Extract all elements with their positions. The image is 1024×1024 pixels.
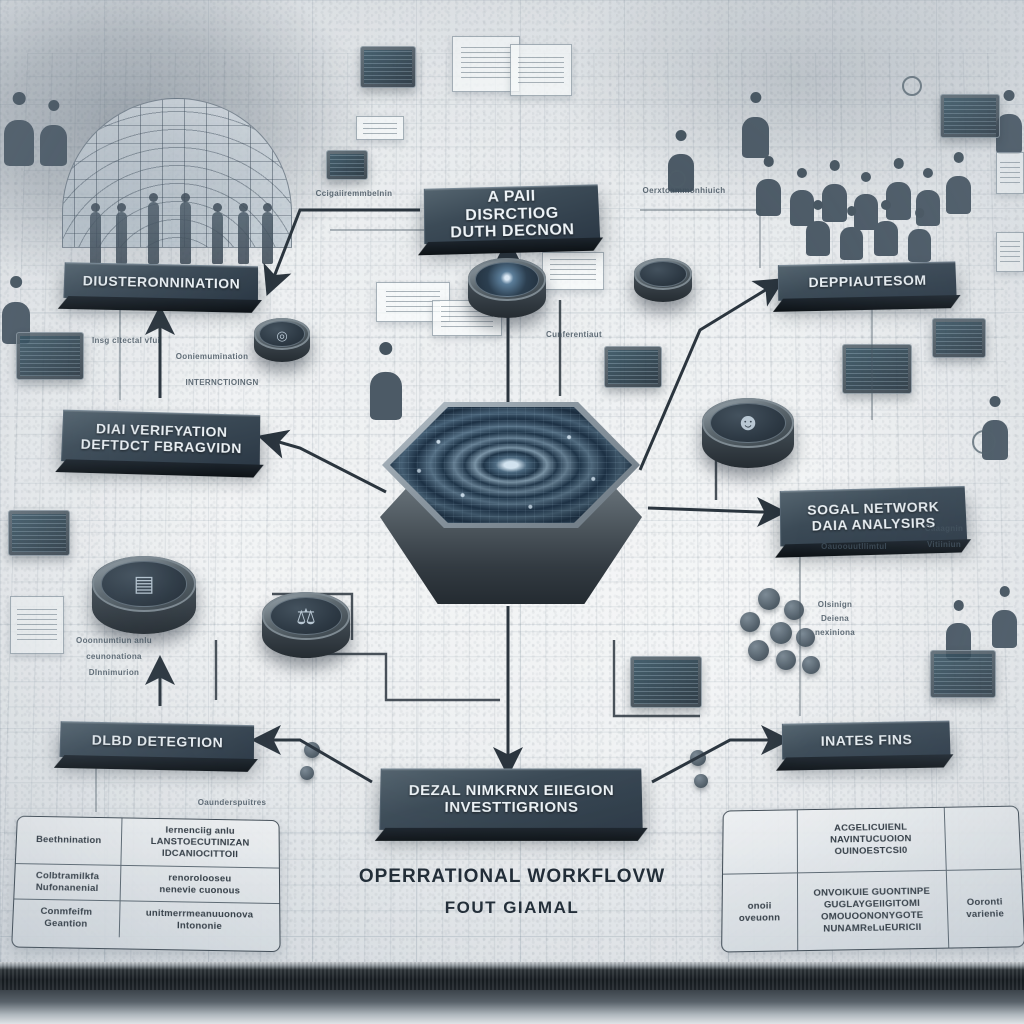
table-cell-value: Iernenciig anlu LANSTOECUTINIZAN IDCANIO… xyxy=(121,818,279,867)
table-cell-b: ACGELICUIENL NAVINTUCUOION OUINOESTCSI0 xyxy=(797,808,946,873)
node-disc-analytics[interactable] xyxy=(468,258,546,318)
plaque-bottom-investigations[interactable]: DEZAL NIMKRNX EIIEGION INVESTTIGRIONS xyxy=(379,768,642,829)
table-cell-b: ONVOIKUIE GUONTINPE GUGLAYGEIIGITOMI OMO… xyxy=(797,871,948,950)
node-disc-documents[interactable]: ▤ xyxy=(92,556,196,634)
plaque-line-2: INVESTTIGRIONS xyxy=(444,799,578,816)
node-disc-storage[interactable] xyxy=(634,258,692,302)
plaque-left-3[interactable]: DLBD DETEGTION xyxy=(59,721,254,761)
plaque-line-1: DEPPIAUTESOM xyxy=(808,272,926,290)
micro-annotation: Vitiiniun xyxy=(906,540,982,550)
table-row: ACGELICUIENL NAVINTUCUOION OUINOESTCSI0 xyxy=(723,807,1021,875)
micro-annotation: ceunonationa xyxy=(62,652,166,662)
micro-annotation: Ooonnumtiun anlu xyxy=(62,636,166,646)
micro-annotation: Cunferentiaut xyxy=(524,330,624,340)
node-disc-scale[interactable]: ⚖ xyxy=(262,592,350,658)
table-row: Beethnination Iernenciig anlu LANSTOECUT… xyxy=(16,817,279,869)
plaque-line-1: A PAII DISRCTIOG xyxy=(465,187,559,223)
micro-annotation: Oaunderspuitres xyxy=(176,798,288,808)
table-cell-key: Beethnination xyxy=(16,817,122,865)
plaque-line-1: DEZAL NIMKRNX EIIEGION xyxy=(409,782,615,799)
plaque-line-1: INATES FINS xyxy=(821,732,913,749)
table-cell-c: Ooronti varienie xyxy=(946,870,1024,948)
central-hub-platform[interactable] xyxy=(372,398,650,610)
micro-annotation: Deiena xyxy=(800,614,870,624)
table-cell-c xyxy=(944,807,1020,871)
table-row: Conmfeifm Geantion unitmerrmeanuuonova I… xyxy=(13,900,280,940)
plaque-line-1: DIUSTERONNINATION xyxy=(82,273,240,292)
micro-annotation: nexiniona xyxy=(800,628,870,638)
table-cell-value: renorolooseu nenevie cuonous xyxy=(120,865,279,903)
left-legend-table: Beethnination Iernenciig anlu LANSTOECUT… xyxy=(11,816,280,953)
micro-annotation: Ccigaiiremmbelnin xyxy=(306,189,402,199)
table-row: onoii oveuonn ONVOIKUIE GUONTINPE GUGLAY… xyxy=(722,870,1024,952)
micro-annotation: Oauoouutllimtul xyxy=(800,542,908,552)
micro-annotation: Oerxtoammonhiuich xyxy=(628,186,740,196)
board-bottom-edge xyxy=(0,962,1024,992)
micro-annotation: Ooniemumination xyxy=(158,352,266,362)
table-cell-a: onoii oveuonn xyxy=(722,874,798,952)
micro-annotation: DInnimurion xyxy=(62,668,166,678)
plaque-right-3[interactable]: INATES FINS xyxy=(782,721,951,760)
plaque-right-2[interactable]: SOGAL NETWORK DAIA ANALYSIRS xyxy=(780,486,967,547)
table-cell-a xyxy=(723,810,797,874)
micro-annotation: Olsinign xyxy=(800,600,870,610)
plaque-line-1: DLBD DETEGTION xyxy=(92,732,224,750)
table-cell-value: unitmerrmeanuuonova Intononie xyxy=(119,902,279,940)
board-drop-shadow xyxy=(0,990,1024,1024)
plaque-left-1[interactable]: DIUSTERONNINATION xyxy=(63,262,258,302)
micro-annotation: INTERNCTIOINGN xyxy=(166,378,278,388)
plaque-left-2[interactable]: DIAI VERIFYATION DEFTDCT FBRAGVIDN xyxy=(61,410,260,467)
micro-annotation: Insg cltectal vfui xyxy=(86,336,166,346)
plaque-line-2: DUTH DECNON xyxy=(450,222,575,242)
table-row: Colbtramilkfa Nufonanenial renorolooseu … xyxy=(14,864,279,905)
table-cell-key: Conmfeifm Geantion xyxy=(13,900,120,938)
node-disc-profile[interactable]: ☻ xyxy=(702,398,794,468)
plaque-fraud-detection[interactable]: A PAII DISRCTIOG DUTH DECNON xyxy=(424,184,600,244)
micro-annotation: Caaagnin xyxy=(906,524,982,534)
table-cell-key: Colbtramilkfa Nufonanenial xyxy=(14,864,121,901)
right-legend-table: ACGELICUIENL NAVINTUCUOION OUINOESTCSI0 … xyxy=(721,806,1024,953)
plaque-right-1[interactable]: DEPPIAUTESOM xyxy=(778,261,957,300)
